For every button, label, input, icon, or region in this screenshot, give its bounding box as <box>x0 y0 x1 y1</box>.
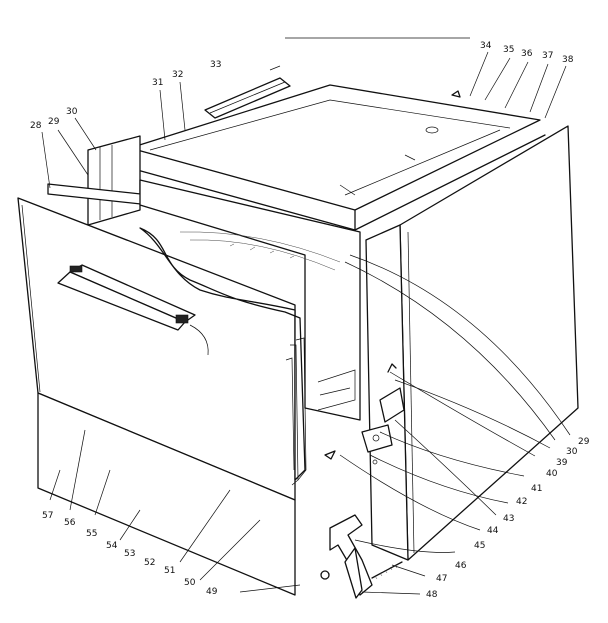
callout-34: 34 <box>480 41 492 51</box>
callout-37: 37 <box>542 51 553 61</box>
callout-30-right: 30 <box>566 447 578 457</box>
spring-part <box>371 561 403 580</box>
front-door-panel <box>17 197 307 596</box>
callout-40: 40 <box>546 469 558 479</box>
callout-38: 38 <box>562 55 574 65</box>
callout-31: 31 <box>152 78 163 88</box>
callout-55: 55 <box>86 529 97 539</box>
callout-48: 48 <box>426 590 438 600</box>
callout-49: 49 <box>206 587 218 597</box>
callout-39: 39 <box>556 458 568 468</box>
callout-33: 33 <box>210 60 221 70</box>
callout-52: 52 <box>144 558 155 568</box>
callout-labels: 28 29 30 31 32 33 34 35 36 37 38 29 30 3… <box>30 41 590 600</box>
callout-29: 29 <box>48 117 60 127</box>
left-frame-rail <box>47 135 151 226</box>
right-side-panel <box>365 125 579 561</box>
top-rail-part <box>204 65 291 119</box>
callout-41: 41 <box>531 484 542 494</box>
tub-interior <box>139 179 361 421</box>
callout-45: 45 <box>474 541 485 551</box>
callout-53: 53 <box>124 549 135 559</box>
callout-47: 47 <box>436 574 447 584</box>
door-hinge-brackets <box>361 363 405 453</box>
callout-50: 50 <box>184 578 196 588</box>
callout-43: 43 <box>503 514 514 524</box>
door-liner-strips <box>285 344 299 486</box>
callout-29-right: 29 <box>578 437 590 447</box>
callout-56: 56 <box>64 518 76 528</box>
small-fasteners <box>320 90 461 580</box>
callout-36: 36 <box>521 49 533 59</box>
callout-46: 46 <box>455 561 467 571</box>
callout-57: 57 <box>42 511 53 521</box>
callout-54: 54 <box>106 541 118 551</box>
callout-30: 30 <box>66 107 78 117</box>
callout-32: 32 <box>172 70 183 80</box>
callout-51: 51 <box>164 566 175 576</box>
leader-lines <box>41 51 571 595</box>
callout-44: 44 <box>487 526 499 536</box>
callout-28: 28 <box>30 121 42 131</box>
callout-42: 42 <box>516 497 527 507</box>
door-handle <box>57 264 209 356</box>
callout-35: 35 <box>503 45 514 55</box>
hinge-arm-part <box>329 514 373 599</box>
